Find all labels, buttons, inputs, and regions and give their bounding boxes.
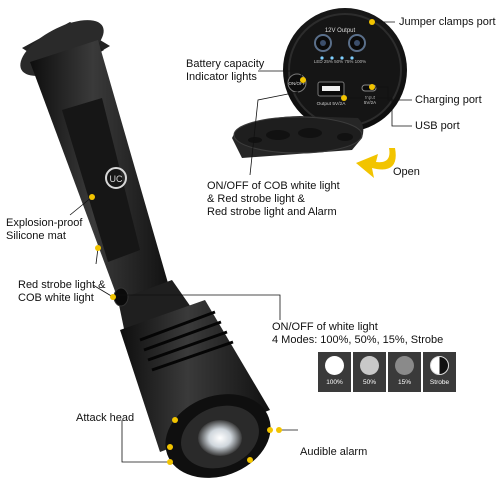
brand-logo-text: UC [110,174,123,184]
mode-swatches: 100% 50% 15% Strobe [318,352,458,392]
label-charging-port: Charging port [415,94,482,106]
label-silicone-mat: Explosion-proof Silicone mat [6,217,83,242]
label-cob-switch: ON/OFF of COB white light & Red strobe l… [207,180,340,218]
label-battery-indicator: Battery capacity Indicator lights [186,58,265,83]
flashlight [20,20,273,478]
mode-strobe: Strobe [423,352,456,392]
callout-dots [89,19,375,465]
mode-50-icon [360,356,379,375]
label-attack-head: Attack head [76,412,135,424]
label-usb-port: USB port [415,120,460,132]
label-audible-alarm: Audible alarm [300,446,368,458]
silicone-cover [232,116,364,158]
mode-100-icon [325,356,344,375]
mode-strobe-icon [430,356,449,375]
label-white-light-modes: ON/OFF of white light 4 Modes: 100%, 50%… [272,321,444,346]
mode-100: 100% [318,352,351,392]
mode-15-icon [395,356,414,375]
svg-text:ON/OFF: ON/OFF [289,81,306,86]
mode-50: 50% [353,352,386,392]
svg-text:Output 5V/2A: Output 5V/2A [317,101,347,107]
label-red-strobe: Red strobe light & COB white light [18,279,106,304]
open-arrow [356,148,396,178]
callout-lines [69,21,412,463]
port-cap: 12V Output LED 25% 50% 75% 100% ON/OFF O… [283,8,407,132]
svg-text:12V Output: 12V Output [325,28,356,34]
svg-text:LED 25% 50% 75% 100%: LED 25% 50% 75% 100% [314,59,366,64]
label-open: Open [393,166,420,178]
brand-logo-emblem: UC [105,167,127,189]
label-jumper-clamps-port: Jumper clamps port [399,16,496,28]
mode-15: 15% [388,352,421,392]
